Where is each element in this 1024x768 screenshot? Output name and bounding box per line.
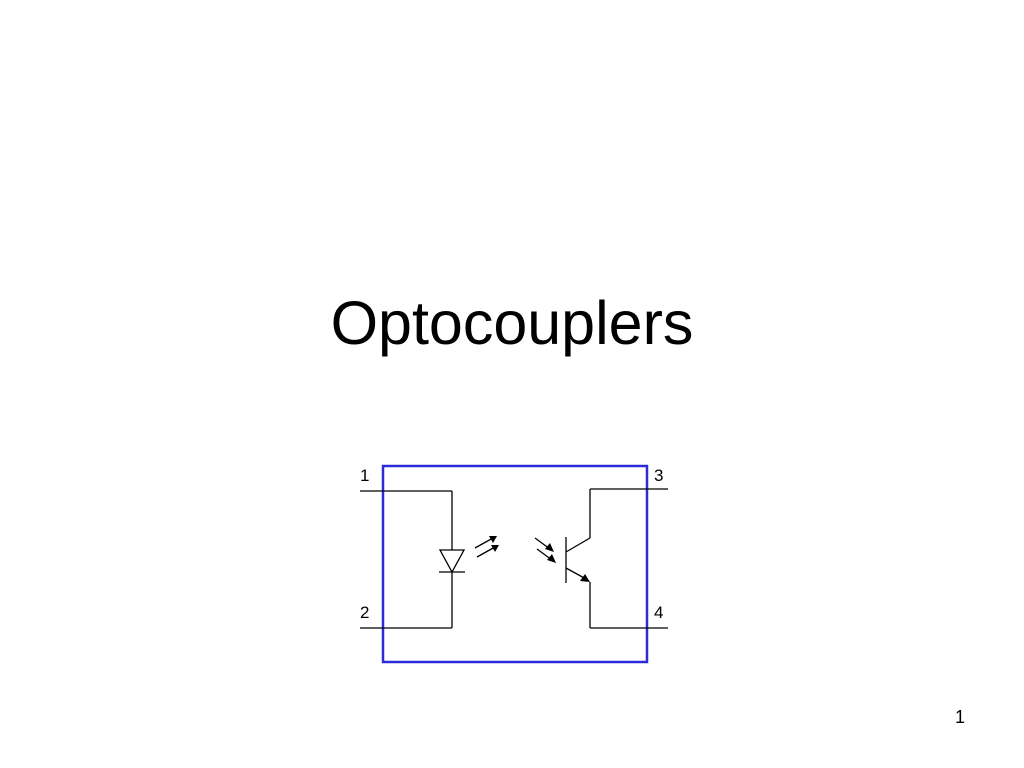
package-outline bbox=[381, 464, 649, 664]
pin-3-label: 3 bbox=[654, 466, 663, 485]
slide-title: Optocouplers bbox=[330, 289, 694, 357]
pin-1-label: 1 bbox=[360, 466, 369, 485]
received-light-icon bbox=[534, 537, 556, 563]
transistor-circuit bbox=[589, 488, 668, 629]
transistor-emitter bbox=[565, 567, 587, 580]
pin-2-label: 2 bbox=[360, 603, 369, 622]
slide-number: 1 bbox=[954, 707, 965, 727]
pin-4-label: 4 bbox=[654, 603, 663, 622]
led-diode-icon bbox=[438, 549, 466, 574]
transistor-collector bbox=[565, 537, 591, 553]
phototransistor-icon bbox=[565, 537, 591, 583]
emitted-light-icon bbox=[474, 536, 499, 558]
led-circuit bbox=[360, 490, 453, 629]
